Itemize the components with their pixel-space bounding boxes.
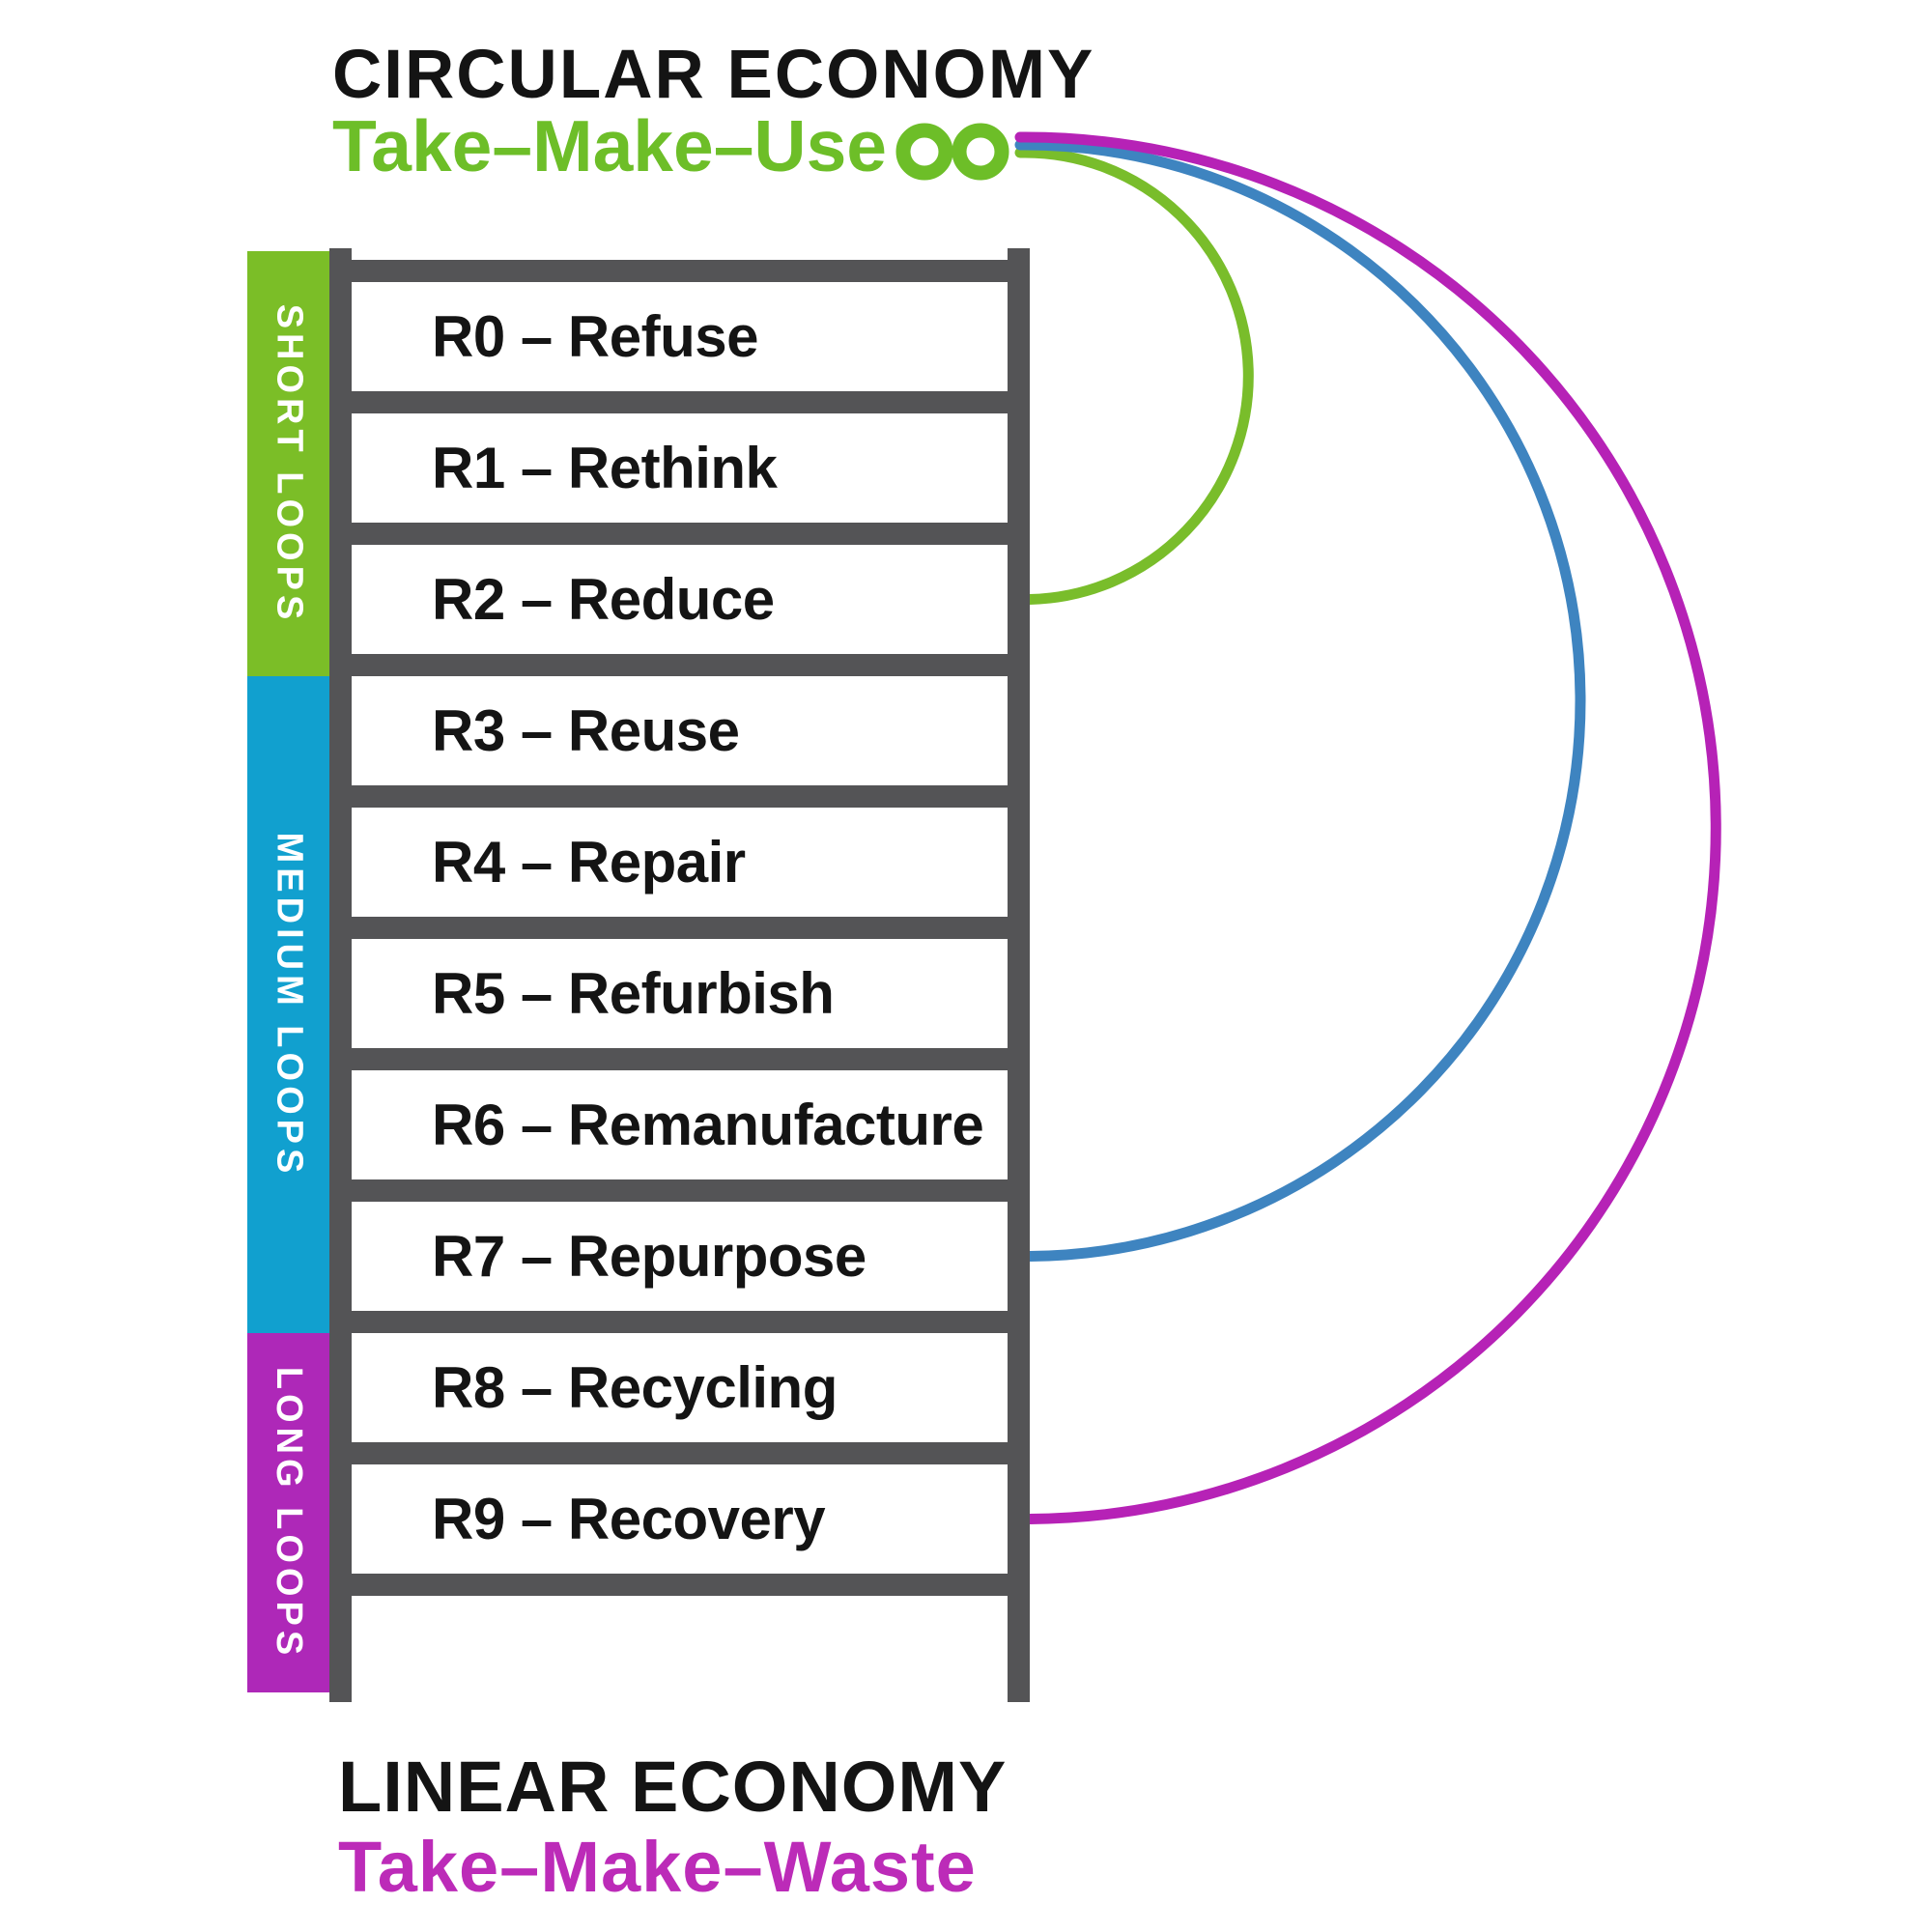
ladder-rung-bar: [329, 523, 1030, 545]
ladder-rung-bar: [329, 260, 1030, 282]
rung-label-r6: R6 – Remanufacture: [432, 1093, 984, 1157]
rung-label-r4: R4 – Repair: [432, 830, 746, 895]
loop-arcs: [1014, 131, 1721, 1524]
rung-label-r1: R1 – Rethink: [432, 436, 778, 500]
loop-band-short: SHORT LOOPS: [247, 251, 329, 676]
rung-label-r0: R0 – Refuse: [432, 304, 758, 369]
loop-band-medium-label: MEDIUM LOOPS: [269, 832, 309, 1178]
short-loop-arc: [1014, 147, 1254, 605]
ladder-rung-bar: [329, 1574, 1030, 1596]
ladder-rung-bar: [329, 1048, 1030, 1070]
ladder: [329, 248, 1030, 1702]
ladder-rung-bar: [329, 917, 1030, 939]
rung-label-r3: R3 – Reuse: [432, 698, 740, 763]
rung-label-r8: R8 – Recycling: [432, 1355, 838, 1420]
ladder-rung-bar: [329, 1442, 1030, 1464]
ladder-rung-bar: [329, 391, 1030, 413]
loop-band-medium: MEDIUM LOOPS: [247, 676, 329, 1333]
footer-subtitle: Take–Make–Waste: [338, 1827, 977, 1907]
rung-label-r7: R7 – Repurpose: [432, 1224, 867, 1289]
ladder-rung-bar: [329, 654, 1030, 676]
ladder-rung-bars: [329, 260, 1030, 1596]
loop-band-long: LONG LOOPS: [247, 1333, 329, 1692]
loop-band-long-label: LONG LOOPS: [269, 1366, 310, 1660]
header-title: CIRCULAR ECONOMY: [332, 37, 1095, 113]
ladder-rung-bar: [329, 785, 1030, 808]
ladder-rung-bar: [329, 1179, 1030, 1202]
rung-label-r2: R2 – Reduce: [432, 567, 775, 632]
footer-title: LINEAR ECONOMY: [338, 1747, 1008, 1827]
ladder-left-rail: [329, 248, 352, 1702]
rung-label-r5: R5 – Refurbish: [432, 961, 835, 1026]
ladder-right-rail: [1008, 248, 1030, 1702]
rung-label-r9: R9 – Recovery: [432, 1487, 826, 1551]
loop-band-short-label: SHORT LOOPS: [269, 303, 310, 624]
header-subtitle: Take–Make–Use: [332, 105, 887, 186]
ladder-rung-bar: [329, 1311, 1030, 1333]
long-loop-arc: [1014, 131, 1721, 1524]
infinity-loop-icon: [895, 123, 1009, 181]
medium-loop-arc: [1014, 139, 1586, 1262]
